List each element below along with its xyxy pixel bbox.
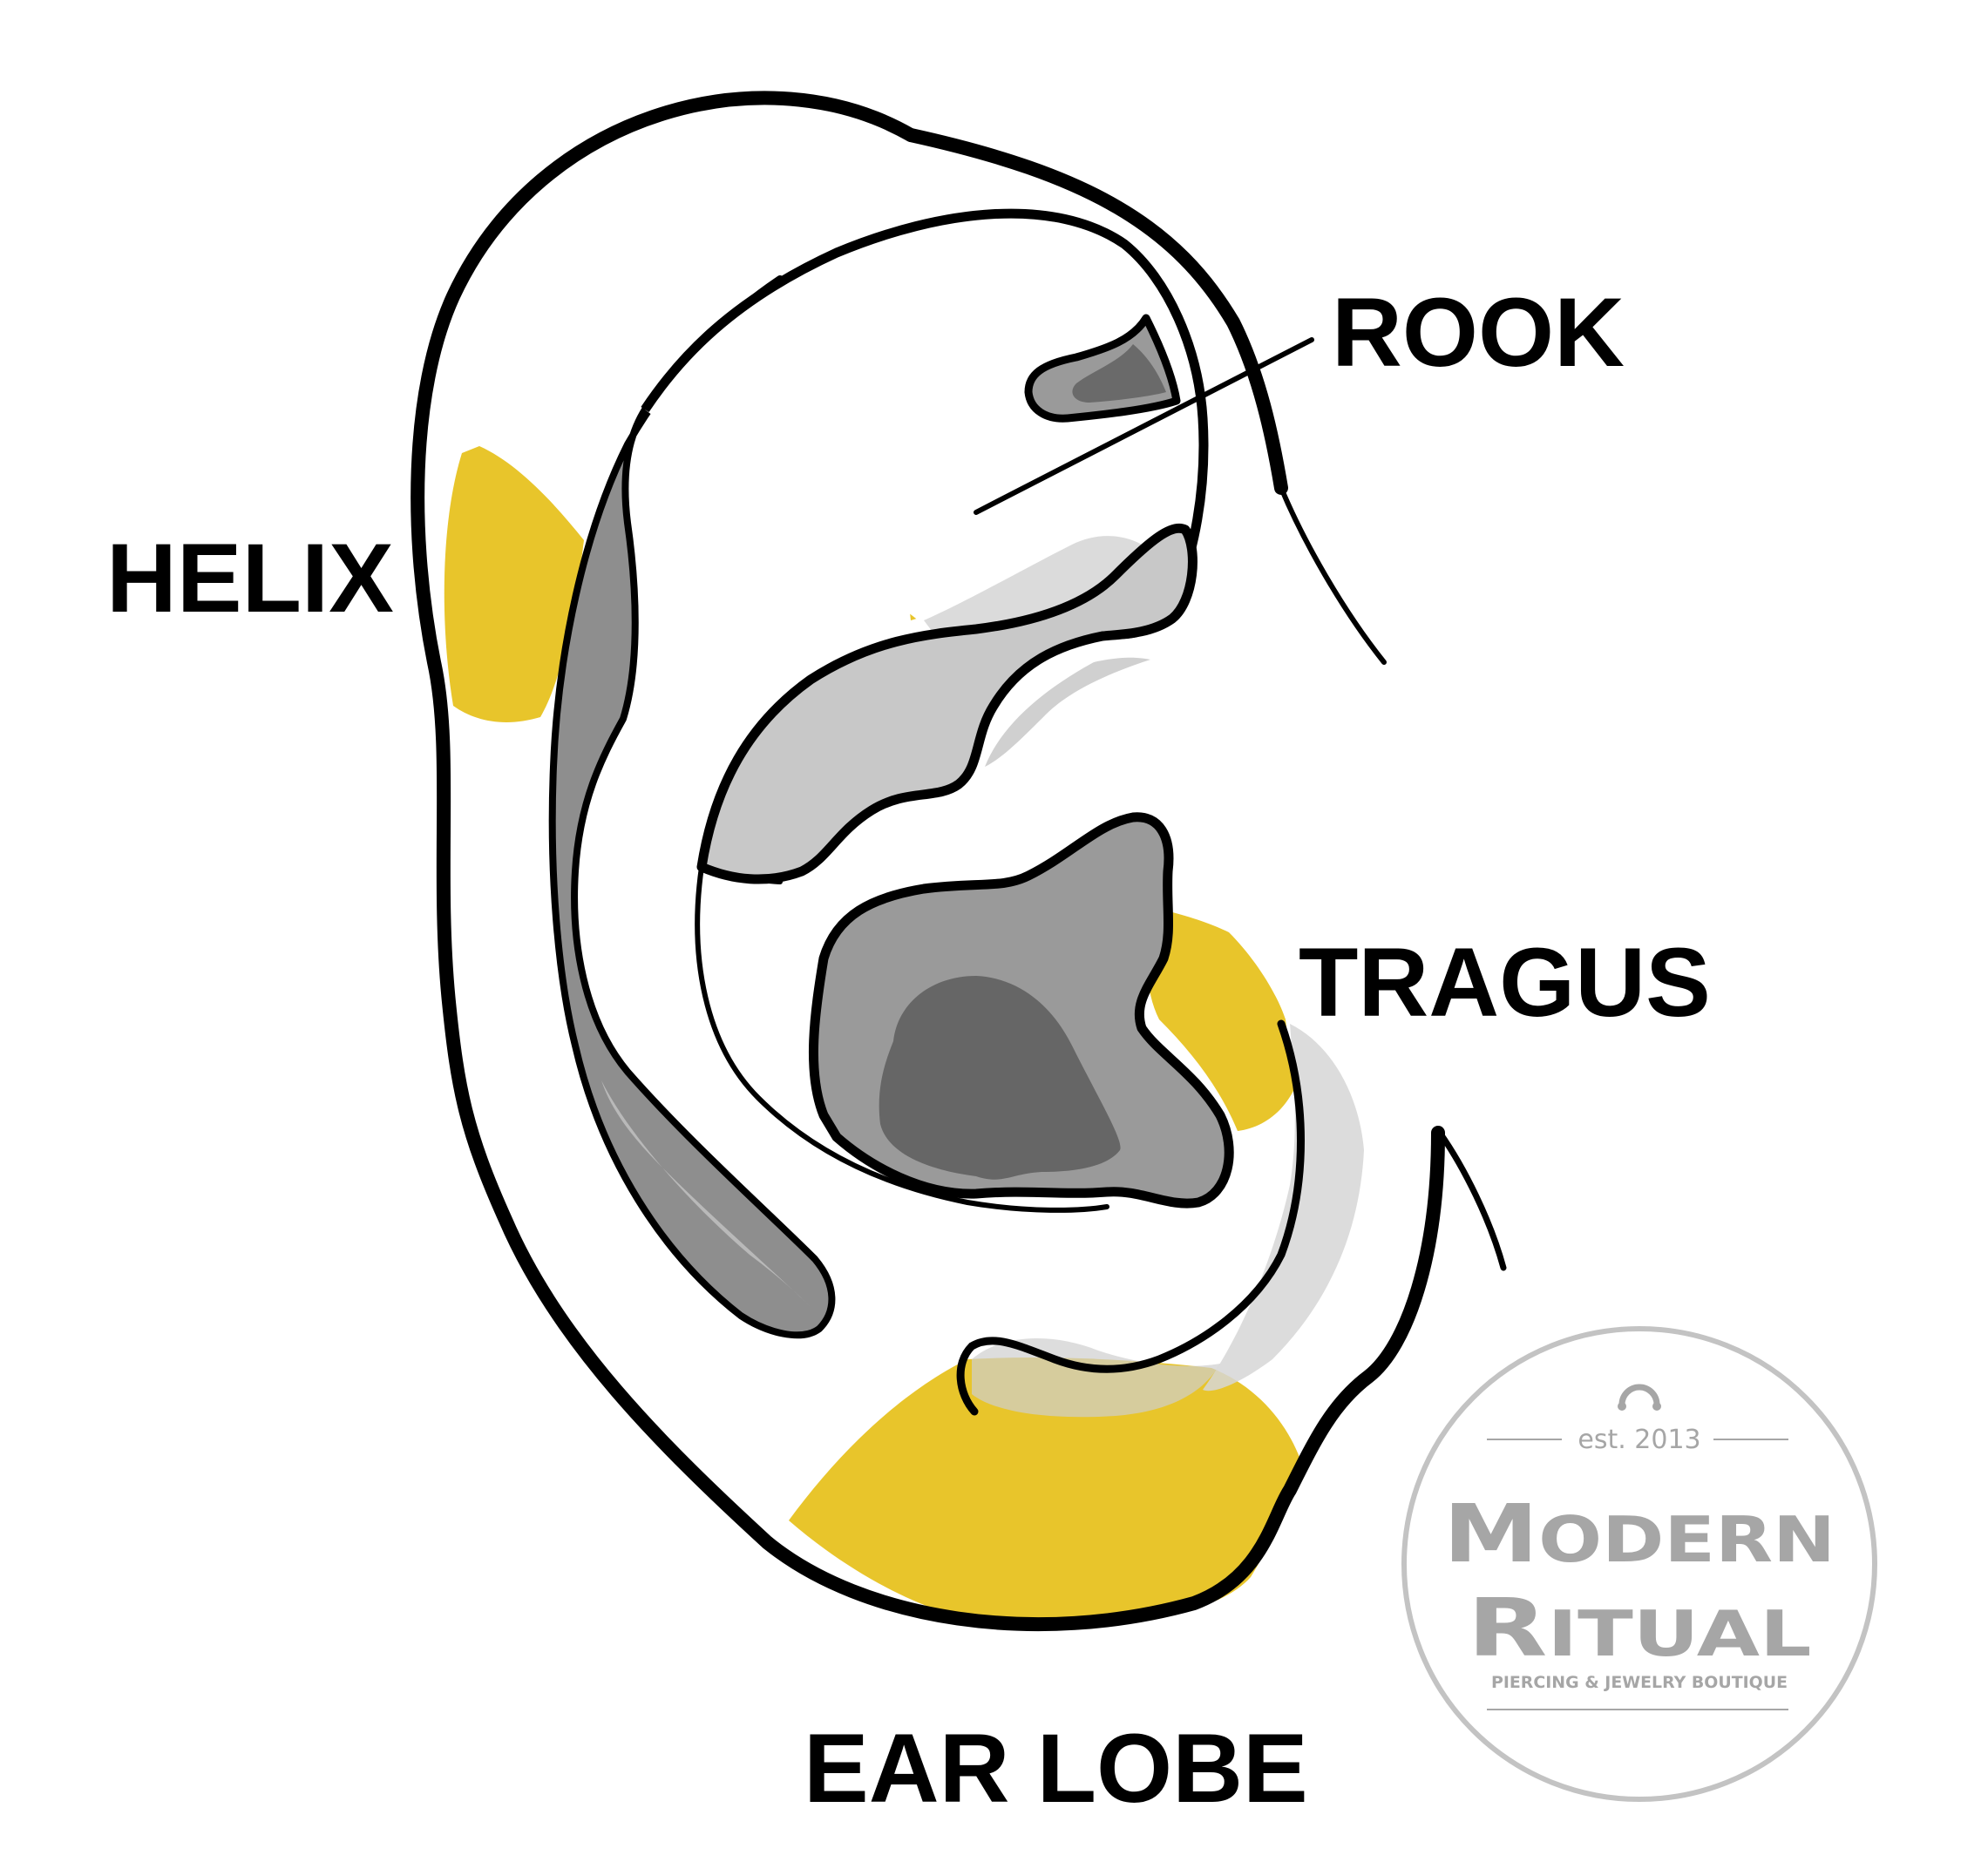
tragus-shadow [1203, 1024, 1364, 1391]
ring-icon [1618, 1384, 1661, 1411]
outer-ear-outline [410, 91, 1445, 1632]
logo-ring [1401, 1326, 1877, 1802]
ear-lobe-zone [789, 1358, 1300, 1629]
antitragus-curve [956, 1019, 1305, 1416]
outer-ear-top-curve [904, 128, 1288, 495]
helix-inner-rim [548, 275, 836, 1339]
ear-canal [879, 976, 1121, 1180]
tragus-zone [1147, 908, 1294, 1131]
concha-inner-line [695, 864, 1109, 1213]
lobe-notch-shadow [972, 1338, 1220, 1418]
label-rook: ROOK [1332, 278, 1625, 387]
antihelix-body [696, 523, 1198, 884]
rook-pointer-line [974, 337, 1314, 515]
antihelix-shadow [985, 657, 1150, 767]
logo-est: est. 2013 [1578, 1425, 1700, 1455]
label-helix: HELIX [106, 524, 394, 633]
label-tragus: TRAGUS [1299, 928, 1711, 1037]
tragus-outline [1436, 1129, 1507, 1271]
rook-fold [1024, 314, 1181, 423]
logo-tagline: PIERCING & JEWELRY BOUTIQUE [1491, 1673, 1788, 1692]
concha-notch-line [699, 864, 783, 884]
label-ear-lobe: EAR LOBE [804, 1714, 1308, 1823]
outer-ear-top-tail [1279, 485, 1387, 665]
rook-fold-inner [1072, 344, 1166, 403]
helix-zone [444, 446, 584, 722]
